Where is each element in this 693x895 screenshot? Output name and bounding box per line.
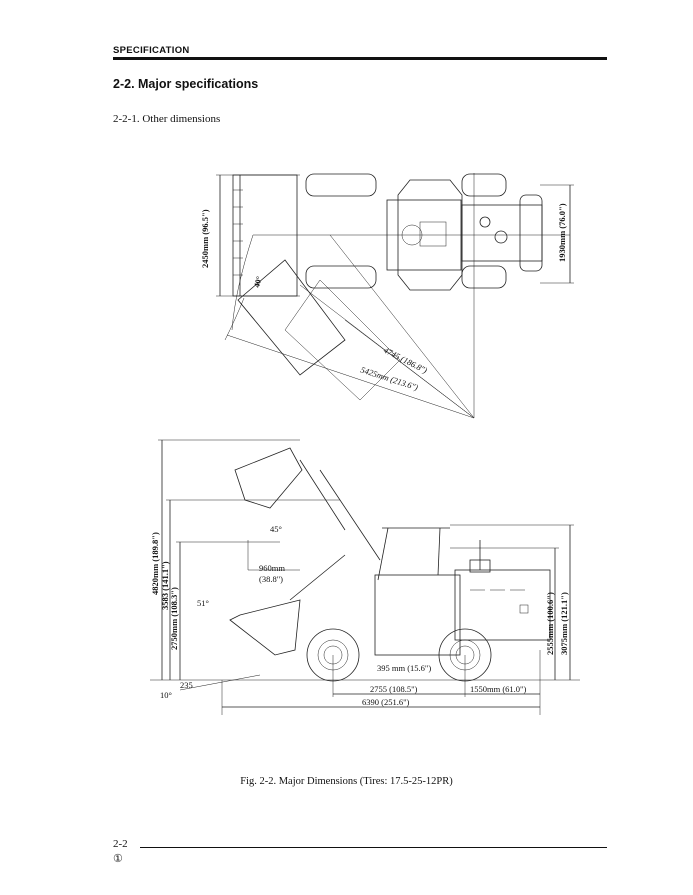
dump-angle-label: 45° <box>270 524 282 534</box>
dig-angle-label: 10° <box>160 690 172 700</box>
running-header: SPECIFICATION <box>113 45 190 56</box>
width-bucket-label: 2450mm (96.5") <box>200 209 210 268</box>
hinge-pin-height-label: 3583 (141.1") <box>160 561 170 610</box>
outer-radius-label: 5425mm (213.6") <box>359 364 419 392</box>
top-view-drawing: 2450mm (96.5") 1930mm (76.0") 40° 4745 (… <box>200 173 574 419</box>
dump-reach-label: 960mm <box>259 563 285 573</box>
rollback-angle-label: 51° <box>197 598 209 608</box>
subsection-title: 2-2-1. Other dimensions <box>113 113 221 125</box>
page-number: 2-2 <box>113 838 128 850</box>
tread-width-label: 1930mm (76.0") <box>557 203 567 262</box>
revision-mark: ① <box>113 853 123 865</box>
side-view-drawing: 4820mm (189.8") 3583 (141.1") 2750mm (10… <box>150 439 580 715</box>
canopy-height-label: 3075mm (121.1") <box>559 592 569 655</box>
dump-reach-in-label: (38.8") <box>259 574 283 584</box>
dump-clearance-label: 2750mm (108.3") <box>169 587 179 650</box>
overall-height-label: 4820mm (189.8") <box>150 532 160 595</box>
exhaust-height-label: 2555mm (100.6") <box>545 592 555 655</box>
header-rule <box>113 57 607 60</box>
figure-caption: Fig. 2-2. Major Dimensions (Tires: 17.5-… <box>240 776 453 787</box>
section-title: 2-2. Major specifications <box>113 77 259 91</box>
ground-clearance-label: 395 mm (15.6") <box>377 663 431 673</box>
footer-rule <box>140 847 607 848</box>
rear-overhang-label: 1550mm (61.0") <box>470 684 527 694</box>
wheelbase-label: 2755 (108.5") <box>370 684 418 694</box>
articulation-angle-label: 40° <box>252 275 264 288</box>
dig-depth-label: 235 <box>180 680 193 690</box>
overall-length-label: 6390 (251.6") <box>362 697 410 707</box>
